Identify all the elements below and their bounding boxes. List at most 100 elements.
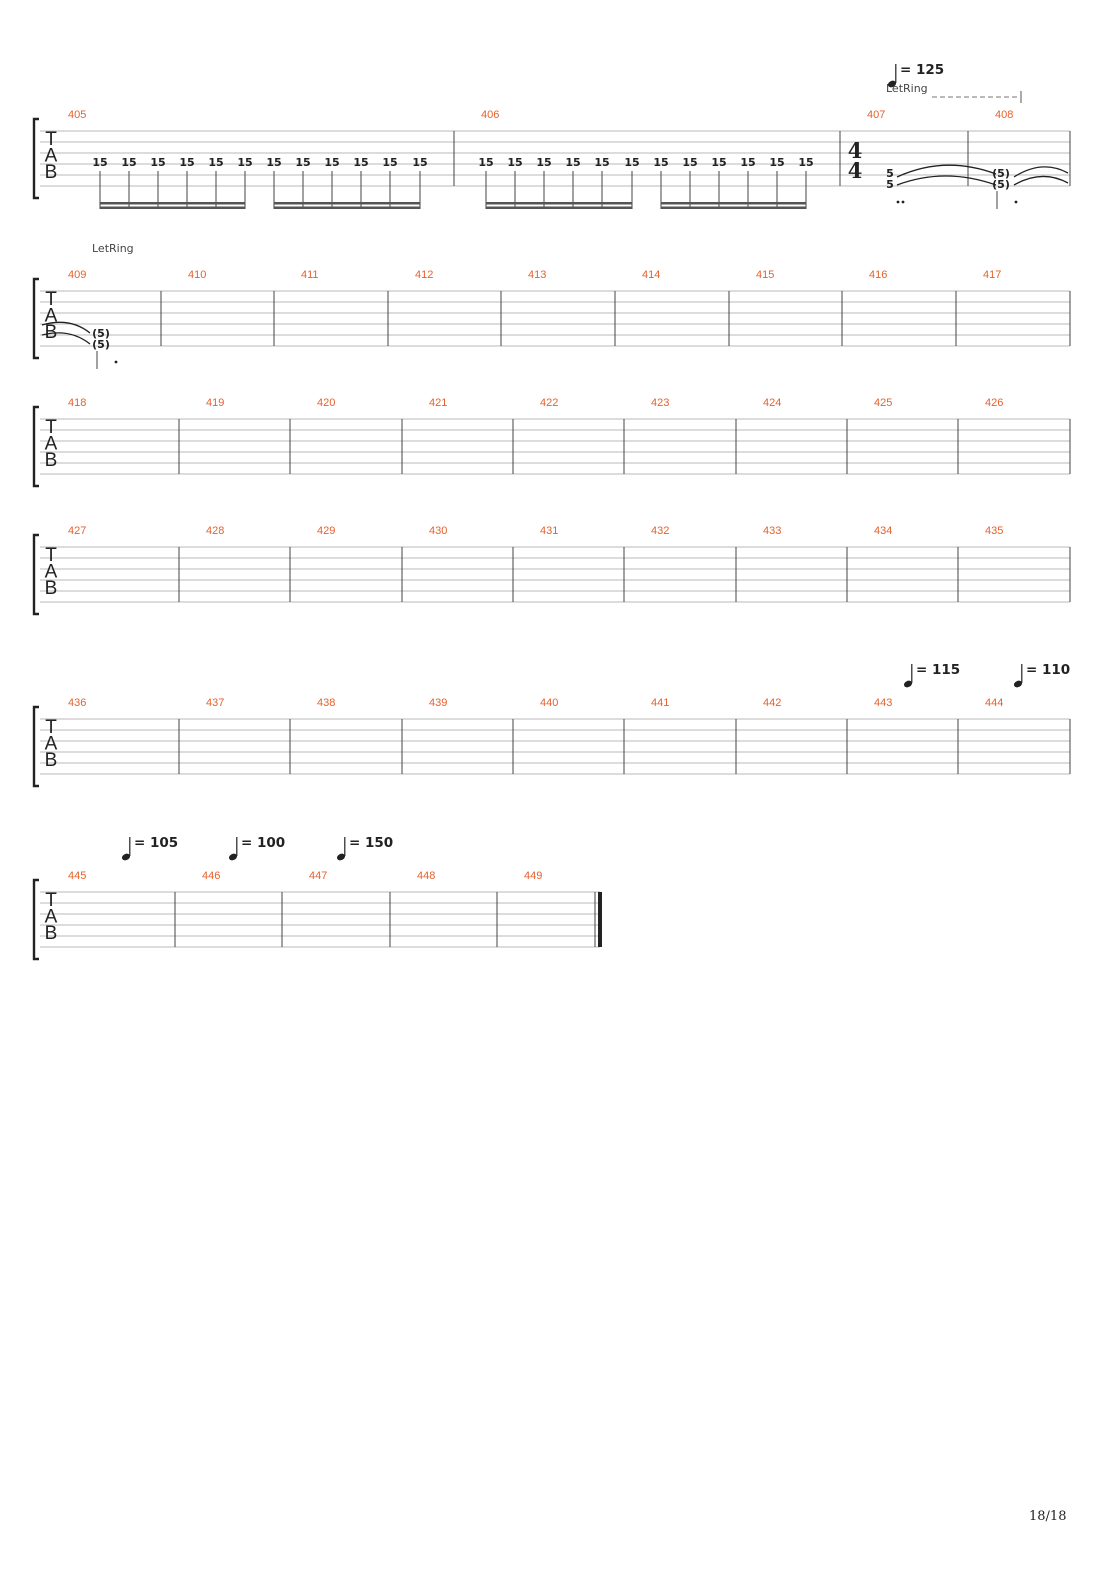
- tab-clef-letter: A: [45, 562, 58, 583]
- quarter-note-icon: [228, 853, 238, 861]
- measure-number: 437: [206, 697, 224, 709]
- tempo-marking-3: = 110: [1013, 662, 1070, 688]
- beam: [100, 202, 245, 205]
- quarter-note-icon: [887, 80, 897, 88]
- dot: [901, 200, 905, 204]
- tempo-value: = 100: [241, 835, 285, 851]
- tab-clef-letter: A: [45, 146, 58, 167]
- fret-number: 15: [624, 156, 639, 169]
- fret-number: 15: [324, 156, 339, 169]
- tempo-marking-1: = 125: [887, 62, 944, 88]
- measure-number: 426: [985, 397, 1003, 409]
- measure-number: 421: [429, 397, 447, 409]
- fret-number: 15: [507, 156, 522, 169]
- system-bracket: [32, 405, 39, 488]
- fret-number: 15: [798, 156, 813, 169]
- measure-number: 412: [415, 269, 433, 281]
- measure-number: 448: [417, 870, 435, 882]
- fret-number: 15: [740, 156, 755, 169]
- measure-number: 406: [481, 109, 499, 121]
- fret-number: (5): [92, 338, 110, 351]
- measure-number: 431: [540, 525, 558, 537]
- measure-number: 429: [317, 525, 335, 537]
- tab-clef-letter: T: [45, 890, 57, 911]
- note-group-409: (5)(5): [41, 321, 118, 369]
- tempo-marking-5: = 100: [228, 835, 285, 861]
- tab-clef-letter: T: [45, 545, 57, 566]
- system-bracket: [32, 878, 39, 961]
- measure-number: 414: [642, 269, 660, 281]
- tab-clef-letter: A: [45, 734, 58, 755]
- tempo-value: = 110: [1026, 662, 1070, 678]
- system-bracket: [32, 705, 39, 788]
- measure-number: 411: [301, 269, 319, 281]
- fret-number: 15: [382, 156, 397, 169]
- beam: [486, 206, 632, 209]
- tab-clef-letter: T: [45, 417, 57, 438]
- tempo-value: = 115: [916, 662, 960, 678]
- measure-number: 441: [651, 697, 669, 709]
- fret-number: 15: [536, 156, 551, 169]
- beam: [274, 206, 420, 209]
- tempo-marking-6: = 150: [336, 835, 393, 861]
- tempo-value: = 150: [349, 835, 393, 851]
- measure-number: 422: [540, 397, 558, 409]
- measure-number: 427: [68, 525, 86, 537]
- tempo-marking-2: = 115: [903, 662, 960, 688]
- beam: [274, 202, 420, 205]
- tempo-value: = 125: [900, 62, 944, 78]
- fret-number: 15: [682, 156, 697, 169]
- fret-number: 15: [565, 156, 580, 169]
- measure-number: 419: [206, 397, 224, 409]
- dot: [896, 200, 900, 204]
- fret-number: (5): [992, 178, 1010, 191]
- let-ring-label: LetRing: [886, 82, 928, 95]
- fret-number: 15: [594, 156, 609, 169]
- system-bracket: [32, 117, 39, 200]
- tab-clef-letter: B: [45, 750, 58, 771]
- measure-number: 420: [317, 397, 335, 409]
- system-bracket: [32, 533, 39, 616]
- fret-number: 15: [237, 156, 252, 169]
- time-signature-bottom: 4: [848, 158, 863, 183]
- measure-number: 435: [985, 525, 1003, 537]
- measure-number: 432: [651, 525, 669, 537]
- measure-number: 430: [429, 525, 447, 537]
- beam: [486, 202, 632, 205]
- measure-number: 407: [867, 109, 885, 121]
- tempo-value: = 105: [134, 835, 178, 851]
- quarter-note-icon: [336, 853, 346, 861]
- measure-number: 425: [874, 397, 892, 409]
- fret-number: 15: [208, 156, 223, 169]
- tab-clef-letter: T: [45, 129, 57, 150]
- fret-number: 15: [412, 156, 427, 169]
- measure-number: 449: [524, 870, 542, 882]
- fret-number: 15: [266, 156, 281, 169]
- tab-clef-letter: A: [45, 907, 58, 928]
- time-signature-top: 4: [848, 138, 863, 163]
- measure-number: 417: [983, 269, 1001, 281]
- tab-clef-letter: B: [45, 450, 58, 471]
- measure-number: 446: [202, 870, 220, 882]
- fret-number: 15: [711, 156, 726, 169]
- measure-number: 438: [317, 697, 335, 709]
- beam: [100, 206, 245, 209]
- fret-number: 15: [769, 156, 784, 169]
- measure-number: 447: [309, 870, 327, 882]
- quarter-note-icon: [1013, 680, 1023, 688]
- fret-number: 5: [886, 178, 894, 191]
- fret-number: 15: [478, 156, 493, 169]
- fret-number: 15: [150, 156, 165, 169]
- measure-number: 445: [68, 870, 86, 882]
- measure-number: 433: [763, 525, 781, 537]
- tab-clef-letter: B: [45, 578, 58, 599]
- tab-clef-letter: A: [45, 434, 58, 455]
